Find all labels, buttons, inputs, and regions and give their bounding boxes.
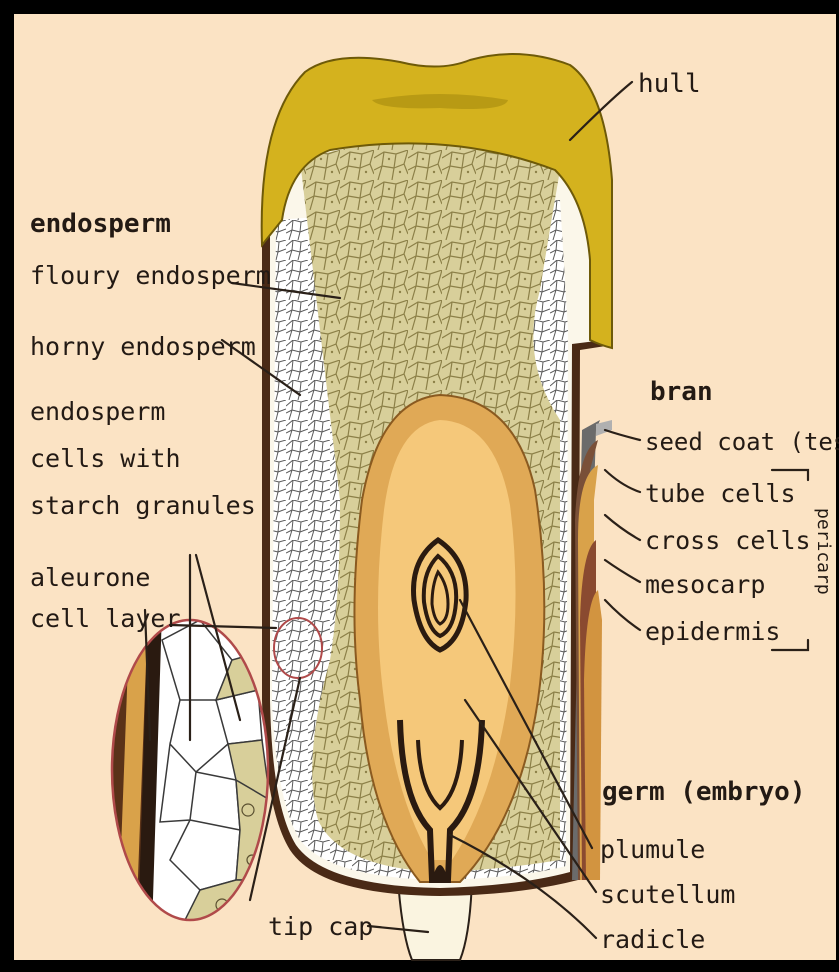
label-starch-cells-line1: endosperm <box>30 397 165 426</box>
label-pericarp: pericarp <box>813 508 834 595</box>
label-cross-cells: cross cells <box>645 526 811 555</box>
label-hull: hull <box>638 69 701 99</box>
label-starch-cells-line3: starch granules <box>30 491 256 520</box>
label-mesocarp: mesocarp <box>645 570 765 599</box>
label-epidermis: epidermis <box>645 617 780 646</box>
label-tube-cells: tube cells <box>645 479 796 508</box>
label-tip-cap: tip cap <box>268 912 373 941</box>
label-horny-endosperm: horny endosperm <box>30 332 256 361</box>
label-radicle: radicle <box>600 925 705 954</box>
label-germ-heading: germ (embryo) <box>602 777 806 807</box>
label-plumule: plumule <box>600 835 705 864</box>
label-seed-coat: seed coat (testa) <box>645 428 839 456</box>
label-aleurone-line1: aleurone <box>30 563 150 592</box>
label-bran-heading: bran <box>650 377 713 407</box>
label-floury-endosperm: floury endosperm <box>30 261 271 290</box>
label-aleurone-line2: cell layer <box>30 604 181 633</box>
label-starch-cells-line2: cells with <box>30 444 181 473</box>
label-endosperm-heading: endosperm <box>30 209 171 239</box>
label-scutellum: scutellum <box>600 880 735 909</box>
